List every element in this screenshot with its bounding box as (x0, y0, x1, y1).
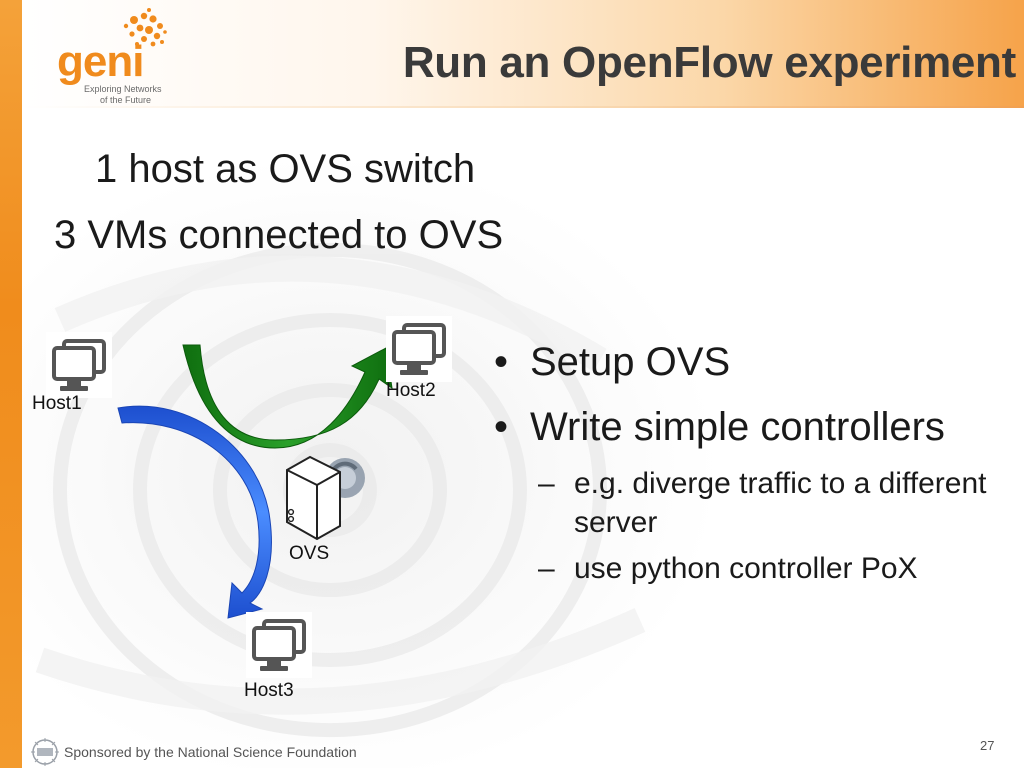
dash-glyph: – (538, 552, 555, 585)
host2-computer-icon (384, 314, 454, 384)
logo-tagline: Exploring Networks of the Future (84, 84, 184, 106)
bullet-text: Setup OVS (530, 340, 731, 384)
footer-sponsor: Sponsored by the National Science Founda… (64, 744, 357, 760)
host3-label: Host3 (244, 680, 294, 701)
blue-arrow (117, 405, 272, 619)
bullet-glyph: • (494, 340, 509, 384)
host1-computer-icon (44, 330, 114, 400)
header-band (22, 0, 1024, 106)
logo-wordmark: geni (57, 37, 144, 86)
page-title: Run an OpenFlow experiment (402, 38, 1016, 87)
logo-tagline-line1: Exploring Networks (84, 84, 162, 94)
host2-label: Host2 (386, 380, 436, 401)
bullet-text: Write simple controllers (530, 405, 945, 449)
host1-label: Host1 (32, 393, 82, 414)
sub-bullet-item: – use python controller PoX (494, 549, 1014, 588)
dash-glyph: – (538, 467, 555, 500)
logo-tagline-line2: of the Future (100, 95, 152, 105)
bullet-list: • Setup OVS • Write simple controllers –… (494, 338, 1014, 599)
bullet-item: • Write simple controllers (494, 403, 1014, 451)
page-number: 27 (980, 738, 995, 753)
sub-bullet-text: e.g. diverge traffic to a different serv… (574, 467, 987, 539)
geni-logo-icon (123, 8, 167, 47)
left-accent-bar (0, 0, 22, 768)
bullet-item: • Setup OVS (494, 338, 1014, 386)
ovs-server-icon (286, 455, 365, 541)
nsf-logo-icon (31, 738, 59, 766)
sub-bullet-item: – e.g. diverge traffic to a different se… (494, 464, 1014, 542)
diagram-canvas (44, 314, 454, 680)
body-line-2: 3 VMs connected to OVS (54, 213, 504, 257)
bullet-glyph: • (494, 405, 509, 449)
ovs-label: OVS (289, 543, 330, 564)
header-divider (22, 106, 1024, 108)
network-diagram: Host1 Host2 OVS Host3 (0, 300, 480, 720)
body-line-1: 1 host as OVS switch (95, 147, 476, 191)
host3-computer-icon (244, 610, 314, 680)
sub-bullet-text: use python controller PoX (574, 552, 918, 585)
